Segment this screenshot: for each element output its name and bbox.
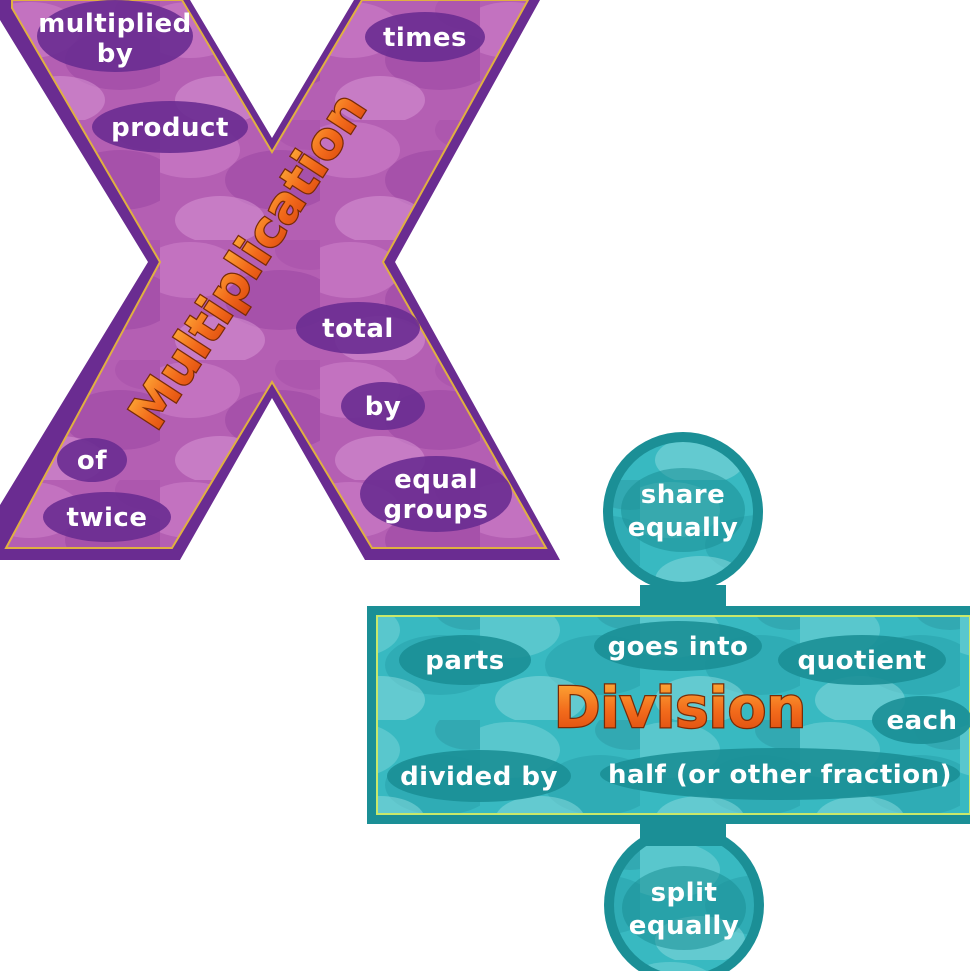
word-times: times bbox=[365, 12, 485, 62]
word-share-equally: share equally bbox=[621, 468, 745, 552]
word-parts: parts bbox=[399, 635, 531, 685]
word-quotient-text: quotient bbox=[798, 646, 927, 676]
word-equal-groups-line2: groups bbox=[384, 495, 489, 525]
word-split-equally-line1: split bbox=[651, 878, 718, 908]
word-share-equally-line1: share bbox=[641, 480, 726, 510]
word-each-text: each bbox=[886, 706, 957, 736]
word-twice-text: twice bbox=[67, 503, 148, 533]
word-half: half (or other fraction) bbox=[600, 748, 960, 800]
word-equal-groups-line1: equal bbox=[394, 465, 478, 495]
word-of: of bbox=[57, 438, 127, 482]
word-divided-by: divided by bbox=[387, 750, 571, 802]
word-times-text: times bbox=[383, 23, 467, 53]
word-total: total bbox=[296, 302, 420, 354]
word-quotient: quotient bbox=[778, 635, 946, 685]
word-total-text: total bbox=[322, 314, 394, 344]
word-multiplied-by: multiplied by bbox=[37, 0, 193, 72]
word-twice: twice bbox=[43, 492, 171, 542]
division-title: Division bbox=[554, 676, 806, 741]
word-divided-by-text: divided by bbox=[400, 762, 558, 792]
word-share-equally-line2: equally bbox=[628, 513, 739, 543]
word-of-text: of bbox=[77, 446, 107, 476]
word-product-text: product bbox=[111, 113, 229, 143]
word-split-equally: split equally bbox=[622, 866, 746, 950]
word-multiplied-by-line1: multiplied bbox=[38, 9, 192, 39]
word-each: each bbox=[872, 696, 970, 744]
word-goes-into: goes into bbox=[594, 621, 762, 671]
word-by-text: by bbox=[365, 392, 402, 422]
word-equal-groups: equal groups bbox=[360, 456, 512, 532]
word-product: product bbox=[92, 101, 248, 153]
word-split-equally-line2: equally bbox=[629, 911, 740, 941]
word-half-text: half (or other fraction) bbox=[608, 760, 952, 790]
word-by: by bbox=[341, 382, 425, 430]
word-goes-into-text: goes into bbox=[608, 632, 749, 662]
word-multiplied-by-line2: by bbox=[97, 39, 134, 69]
word-parts-text: parts bbox=[425, 646, 504, 676]
